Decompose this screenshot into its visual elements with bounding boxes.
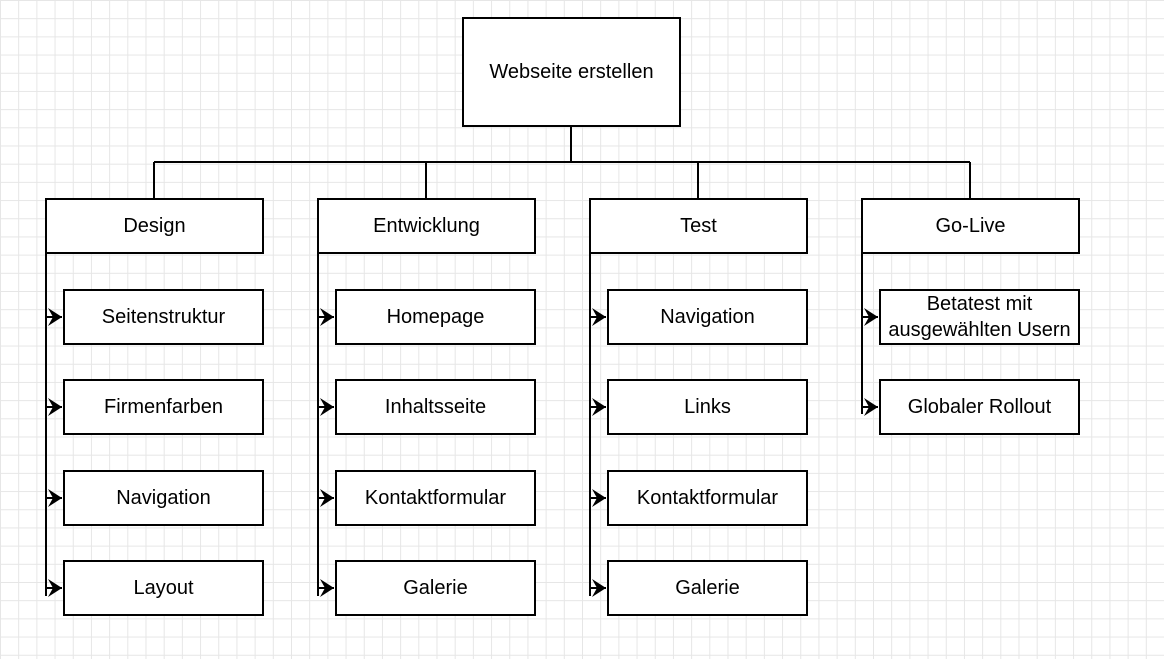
arrow-test-1 [590,308,606,326]
task-label: Firmenfarben [104,396,223,418]
task-label: Betatest mit ausgewählten Usern [888,293,1071,341]
arrow-golive-2 [862,398,878,416]
arrow-test-4 [590,579,606,597]
phase-label: Design [123,215,186,237]
task-label: Inhaltsseite [384,396,487,418]
root-node[interactable]: Webseite erstellen [462,17,681,127]
arrow-entwicklung-4 [318,579,334,597]
task-label: Navigation [660,306,755,328]
phase-label: Go-Live [935,215,1006,237]
arrow-entwicklung-2 [318,398,334,416]
task-label: Navigation [116,487,211,509]
arrow-design-1 [46,308,62,326]
task-node[interactable]: Layout [63,560,264,616]
task-label: Kontaktformular [636,487,779,509]
task-node[interactable]: Globaler Rollout [879,379,1080,435]
arrow-test-2 [590,398,606,416]
task-label: Globaler Rollout [907,396,1052,418]
phase-label: Entwicklung [373,215,480,237]
task-node[interactable]: Links [607,379,808,435]
arrow-golive-1 [862,308,878,326]
root-node-label: Webseite erstellen [489,61,654,83]
arrow-entwicklung-1 [318,308,334,326]
task-label: Links [684,396,731,418]
task-node[interactable]: Galerie [335,560,536,616]
phase-node-test[interactable]: Test [589,198,808,254]
arrow-test-3 [590,489,606,507]
task-node[interactable]: Seitenstruktur [63,289,264,345]
task-label: Layout [133,577,194,599]
phase-node-design[interactable]: Design [45,198,264,254]
phase-node-entwicklung[interactable]: Entwicklung [317,198,536,254]
task-label: Galerie [675,577,740,599]
task-label: Homepage [386,306,485,328]
arrow-design-3 [46,489,62,507]
task-node[interactable]: Homepage [335,289,536,345]
arrow-design-4 [46,579,62,597]
task-label: Kontaktformular [364,487,507,509]
task-label: Galerie [403,577,468,599]
arrow-design-2 [46,398,62,416]
task-node[interactable]: Inhaltsseite [335,379,536,435]
task-node[interactable]: Navigation [63,470,264,526]
task-node[interactable]: Galerie [607,560,808,616]
arrow-entwicklung-3 [318,489,334,507]
phase-node-golive[interactable]: Go-Live [861,198,1080,254]
task-node[interactable]: Firmenfarben [63,379,264,435]
phase-label: Test [680,215,717,237]
task-node[interactable]: Navigation [607,289,808,345]
task-node[interactable]: Betatest mit ausgewählten Usern [879,289,1080,345]
task-label: Seitenstruktur [101,306,226,328]
task-node[interactable]: Kontaktformular [607,470,808,526]
task-node[interactable]: Kontaktformular [335,470,536,526]
